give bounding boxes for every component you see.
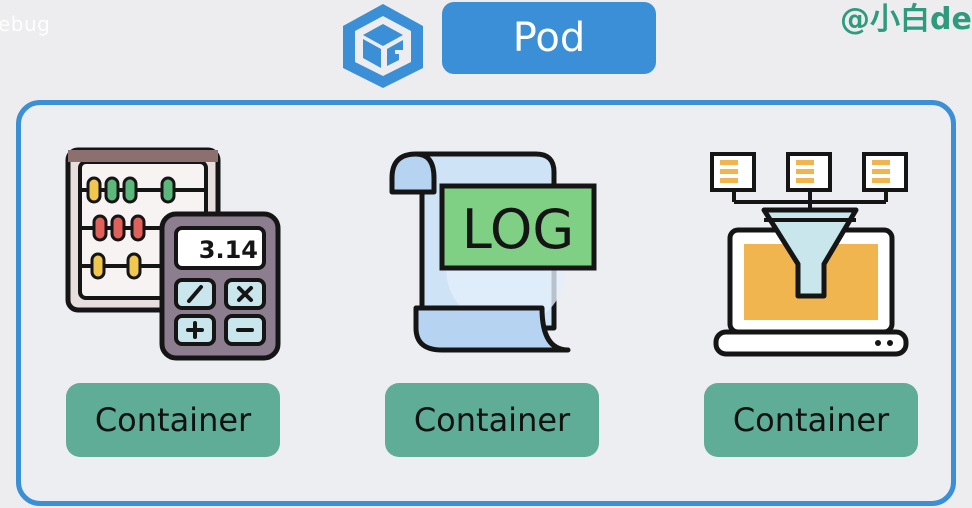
watermark-left: ebug: [0, 12, 51, 36]
log-scroll-icon: LOG: [389, 151, 597, 353]
calculator-display-text: 3.14: [199, 236, 258, 264]
watermark-right: @小白de: [840, 2, 972, 37]
container-label-2: Container: [385, 383, 599, 457]
calculator-abacus-icon: 3.14: [65, 147, 281, 361]
container-label-1: Container: [66, 383, 280, 457]
log-text: LOG: [462, 198, 575, 261]
pod-logo-icon: [343, 4, 423, 88]
container-label-3: Container: [704, 383, 918, 457]
data-funnel-laptop-icon: [710, 152, 909, 357]
pod-title-badge: Pod: [442, 2, 656, 74]
